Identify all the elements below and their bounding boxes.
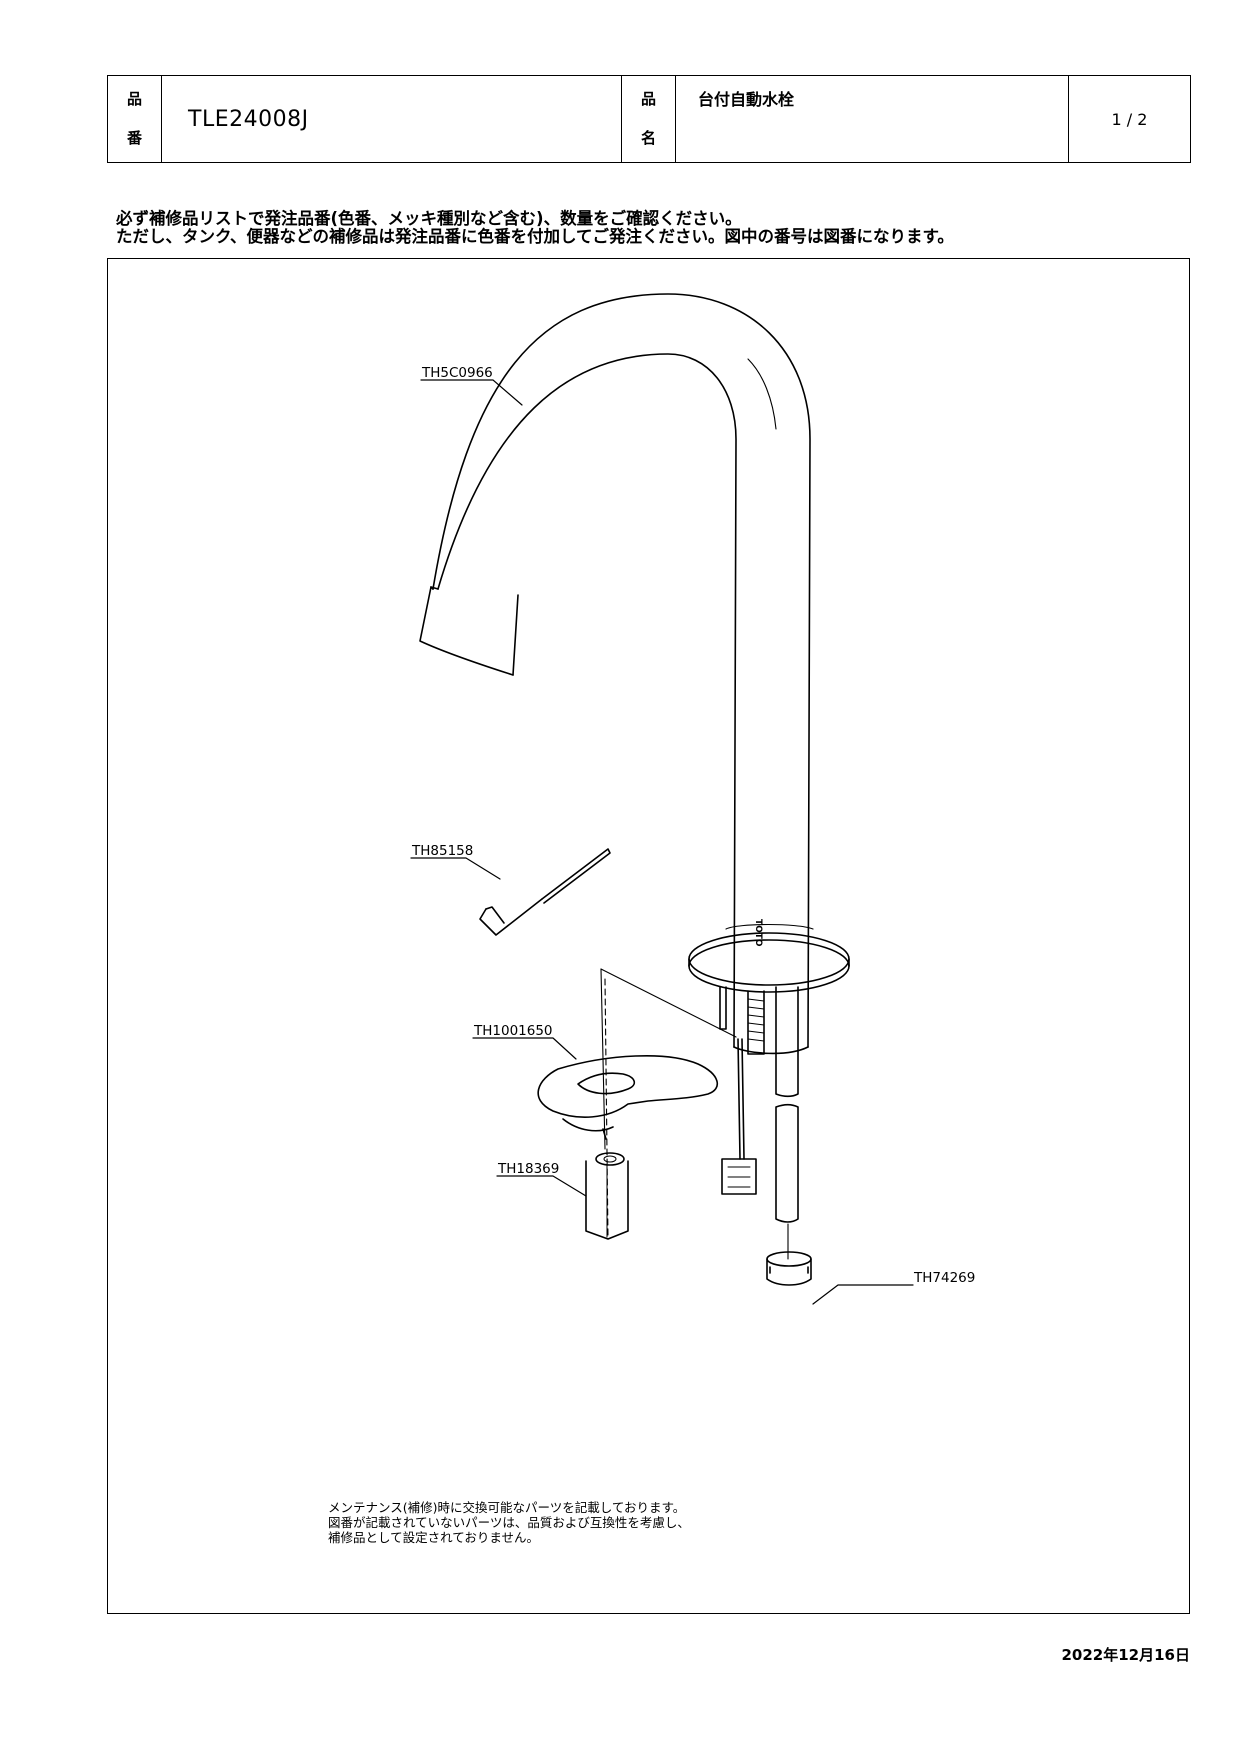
part-labels: TH5C0966 TH85158 TH1001650 TH18369 TH742…	[411, 365, 975, 1286]
title-block: 品 番 TLE24008J 品 名 台付自動水栓 1 / 2	[107, 75, 1191, 163]
leader-lines	[410, 379, 914, 1305]
footnote-line-3: 補修品として設定されておりません。	[328, 1530, 540, 1545]
maintenance-footnote: メンテナンス(補修)時に交換可能なパーツを記載しております。 図番が記載されてい…	[328, 1500, 690, 1545]
ordering-notice: 必ず補修品リストで発注品番(色番、メッキ種別など含む)、数量をご確認ください。 …	[116, 210, 954, 246]
part-number-nut: TH18369	[497, 1161, 559, 1177]
product-code-label: 品 番	[107, 75, 162, 163]
exploded-view-frame: TOTO	[107, 258, 1190, 1614]
notice-line-1: 必ず補修品リストで発注品番(色番、メッキ種別など含む)、数量をご確認ください。	[116, 209, 742, 228]
footnote-line-2: 図番が記載されていないパーツは、品質および互換性を考慮し、	[328, 1515, 690, 1530]
part-number-hex-key: TH85158	[411, 843, 473, 859]
exploded-view-drawing: TOTO	[410, 293, 975, 1305]
product-code-value: TLE24008J	[161, 75, 622, 163]
issue-date: 2022年12月16日	[1061, 1646, 1191, 1664]
page-number: 1 / 2	[1068, 75, 1191, 163]
hex-key	[479, 848, 611, 936]
assembly-lines	[600, 968, 789, 1260]
hex-nut	[585, 1152, 629, 1240]
footnote-line-1: メンテナンス(補修)時に交換可能なパーツを記載しております。	[328, 1500, 686, 1515]
part-number-washer: TH1001650	[473, 1023, 553, 1039]
notice-line-2: ただし、タンク、便器などの補修品は発注品番に色番を付加してご発注ください。図中の…	[116, 227, 954, 246]
product-name-label: 品 名	[621, 75, 676, 163]
clamp-band	[766, 1251, 812, 1286]
wire-connector	[721, 1158, 757, 1195]
product-name-value: 台付自動水栓	[675, 75, 1069, 163]
part-number-clamp: TH74269	[913, 1270, 975, 1286]
horseshoe-washer	[537, 1055, 719, 1140]
base-plate	[688, 923, 850, 993]
part-number-spout: TH5C0966	[421, 365, 493, 381]
spout-body: TOTO	[419, 293, 811, 1055]
shank-and-hoses	[719, 986, 799, 1223]
